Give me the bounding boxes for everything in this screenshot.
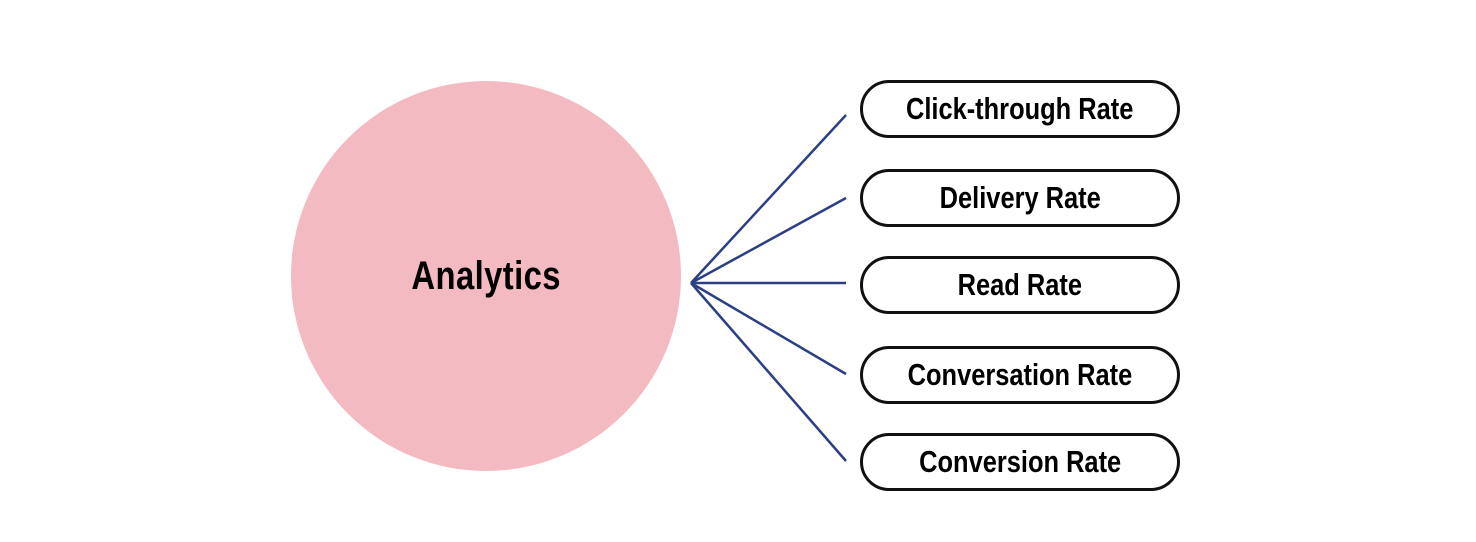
node-label: Delivery Rate	[939, 180, 1101, 215]
connector-conversion	[690, 282, 847, 462]
node-conversion-rate: Conversion Rate	[860, 433, 1180, 491]
analytics-hub-circle: Analytics	[291, 81, 681, 471]
node-click-through-rate: Click-through Rate	[860, 80, 1180, 138]
node-read-rate: Read Rate	[860, 256, 1180, 314]
node-label: Conversion Rate	[918, 444, 1122, 479]
connector-conversation	[690, 281, 847, 376]
node-label: Click-through Rate	[906, 91, 1134, 126]
connector-click-through	[690, 114, 847, 284]
node-conversation-rate: Conversation Rate	[860, 346, 1180, 404]
node-delivery-rate: Delivery Rate	[860, 169, 1180, 227]
hub-label: Analytics	[411, 253, 561, 298]
node-label: Conversation Rate	[907, 357, 1133, 392]
connector-delivery	[690, 196, 847, 285]
node-label: Read Rate	[957, 267, 1083, 302]
